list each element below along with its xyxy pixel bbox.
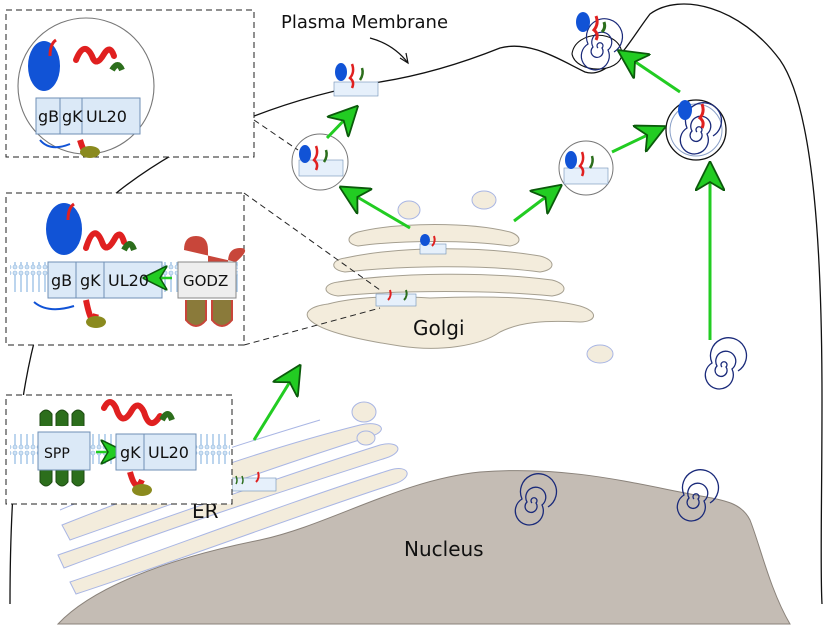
golgi-label: Golgi [413, 316, 465, 340]
inset-middle-godz: GODZ [183, 272, 228, 290]
vesicle [586, 344, 614, 364]
golgi-complex-marker [375, 289, 417, 307]
golgi-apparatus [306, 224, 594, 349]
vesicle [351, 401, 377, 423]
inset-middle: gB gK UL20 GODZ [5, 192, 381, 346]
trafficking-arrows [252, 55, 710, 441]
inset-middle-gk: gK [80, 271, 101, 290]
nucleus [56, 470, 791, 625]
vesicle [397, 200, 421, 220]
nucleus-label: Nucleus [404, 537, 484, 561]
inset-bottom-gk: gK [120, 443, 141, 462]
inset-top: gB gK UL20 [5, 9, 299, 158]
plasma-membrane-pointer [369, 37, 409, 64]
golgi-complex-marker [419, 234, 447, 255]
inset-middle-gb: gB [51, 271, 72, 290]
inset-bottom: SPP gK UL20 [5, 394, 233, 505]
transport-vesicle [291, 133, 349, 191]
capsid-spiral [676, 469, 720, 522]
plasma-membrane-label: Plasma Membrane [281, 12, 448, 33]
inset-top-gk: gK [62, 107, 83, 126]
enveloped-virion [665, 99, 727, 161]
capsid-spiral [514, 473, 558, 526]
inset-bottom-ul20: UL20 [148, 443, 189, 462]
inset-middle-ul20: UL20 [108, 271, 149, 290]
transport-vesicle [558, 140, 614, 196]
inset-bottom-spp: SPP [44, 446, 70, 462]
inset-top-ul20: UL20 [86, 107, 127, 126]
budding-virion [571, 12, 624, 71]
vesicle [356, 430, 376, 446]
vesicle [471, 190, 497, 210]
capsid-spiral [704, 337, 748, 390]
fusing-vesicle [333, 63, 379, 97]
inset-top-gb: gB [38, 107, 59, 126]
